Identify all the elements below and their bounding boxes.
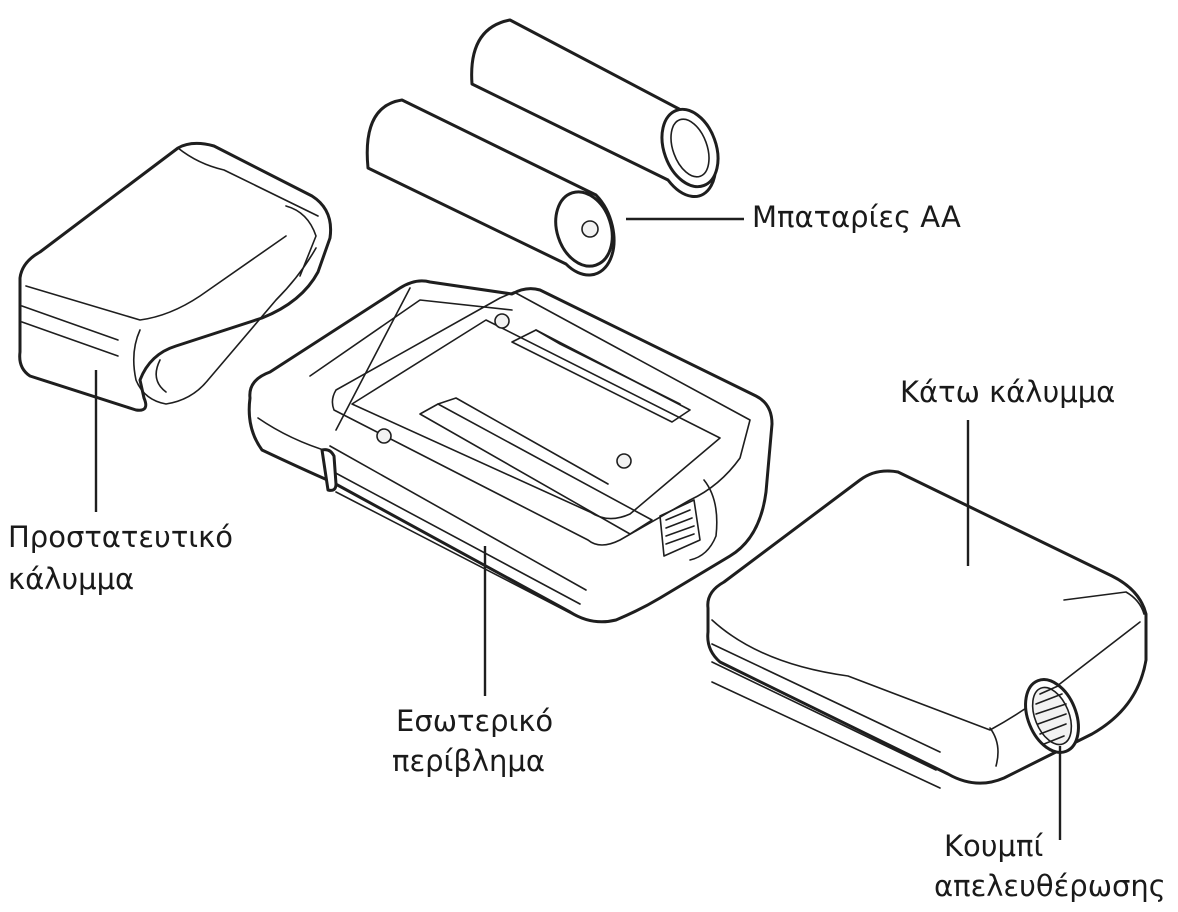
label-batteries: Μπαταρίες AA — [752, 200, 961, 234]
leader-lines — [94, 217, 1062, 840]
label-inner-housing-line1: Εσωτερικό — [396, 704, 554, 738]
inner-housing — [247, 279, 774, 624]
label-inner-housing-line2: περίβλημα — [392, 744, 545, 778]
label-bottom-cover: Κάτω κάλυμμα — [900, 375, 1116, 409]
label-release-button-line2: απελευθέρωσης — [934, 869, 1166, 903]
label-protective-cover-line1: Προστατευτικό — [8, 520, 233, 554]
protective-cover — [18, 141, 333, 412]
aa-battery-back — [470, 18, 720, 199]
aa-battery-front — [365, 98, 616, 277]
bottom-cover — [706, 469, 1148, 789]
label-release-button-line1: Κουμπί — [944, 829, 1044, 863]
label-protective-cover-line2: κάλυμμα — [8, 562, 135, 596]
